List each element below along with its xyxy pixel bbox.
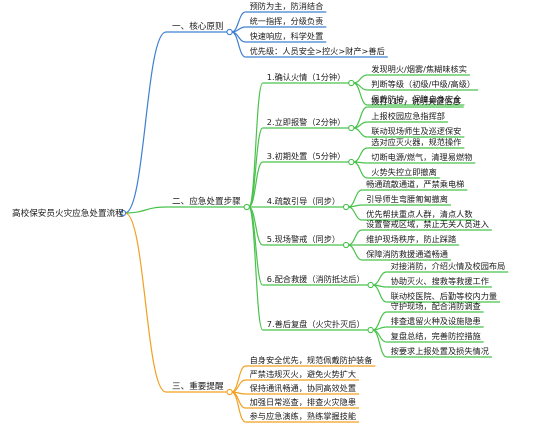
item-connector <box>231 26 246 33</box>
child-label: 优先帮扶重点人群，清点人数 <box>366 209 472 219</box>
branch-connector <box>124 206 167 214</box>
step-node <box>367 326 374 334</box>
child-label: 复盘总结，完善防控措施 <box>391 331 481 341</box>
step-node <box>367 281 374 289</box>
child-connector <box>353 82 368 106</box>
child-label: 判断等级（初级/中级/高级） <box>371 79 475 89</box>
branch-label: 一、核心原则 <box>172 20 224 32</box>
step-label: 3.初期处置（5分钟） <box>267 151 346 161</box>
leaf-label: 保持通讯畅通，协同高效处置 <box>250 383 356 393</box>
item-connector <box>231 365 246 393</box>
step-node <box>348 124 355 132</box>
child-label: 排查遗留火种及设施隐患 <box>391 316 481 326</box>
step-label: 1.确认火情（1分钟） <box>267 72 346 82</box>
branch-node <box>243 203 250 211</box>
child-label: 选对应灭火器，规范操作 <box>371 137 461 147</box>
item-connector <box>231 391 246 423</box>
step-label: 7.善后复盘（火灾扑灭后） <box>267 319 365 329</box>
leaf-label: 快速响应，科学处置 <box>250 31 324 41</box>
root-node <box>119 209 127 217</box>
child-label: 切断电源/燃气，清理易燃物 <box>371 152 472 162</box>
child-label: 畅通疏散通道，严禁乘电梯 <box>366 179 464 189</box>
child-connector <box>347 206 363 221</box>
branch-label: 二、应急处置步骤 <box>172 195 241 207</box>
mindmap-nodes <box>119 28 374 396</box>
mindmap-labels: 高校保安员火灾应急处置流程 一、核心原则 预防为主，防消结合统一指挥，分级负责快速响… <box>12 1 505 421</box>
step-node <box>342 203 350 211</box>
leaf-label: 自身安全优先，规范佩戴防护装备 <box>250 355 373 365</box>
child-label: 协助灭火、搜救等救援工作 <box>391 276 489 286</box>
step-node <box>348 158 355 166</box>
child-connector <box>347 189 363 208</box>
child-label: 按要求上报处置及损失情况 <box>391 346 489 356</box>
child-label: 引导师生弯腰匍匐撤离 <box>366 194 448 204</box>
child-connector <box>353 127 368 138</box>
child-connector <box>347 229 363 246</box>
child-connector <box>372 284 387 303</box>
root-topic: 高校保安员火灾应急处置流程 <box>12 207 124 219</box>
item-connector <box>248 82 264 208</box>
step-node <box>342 241 350 249</box>
child-connector <box>372 329 387 358</box>
child-label: 上报校园应急指挥部 <box>371 111 445 121</box>
child-label: 设置警戒区域，禁止无关人员进入 <box>366 219 489 229</box>
step-node <box>348 79 355 87</box>
child-label: 保障消防救援通道畅通 <box>366 249 448 259</box>
branch-connector <box>124 31 167 214</box>
step-label: 2.立即报警（2分钟） <box>267 117 346 127</box>
branch-connector <box>124 212 167 393</box>
branch-label: 三、重要提醒 <box>172 380 224 392</box>
child-label: 联动现场师生及巡逻保安 <box>371 126 461 136</box>
branch-node <box>226 28 233 36</box>
child-label: 守护现场，配合消防调查 <box>391 301 481 311</box>
child-label: 火势失控立即撤离 <box>371 167 437 177</box>
leaf-label: 加强日常巡查，排查火灾隐患 <box>250 397 356 407</box>
leaf-label: 参与应急演练，熟练掌握技能 <box>250 411 356 421</box>
child-label: 维护现场秩序，防止踩踏 <box>366 234 456 244</box>
leaf-label: 预防为主，防消结合 <box>250 1 324 11</box>
leaf-label: 优先级：人员安全>控火>财产>善后 <box>250 46 385 56</box>
child-connector <box>353 147 368 163</box>
item-connector <box>231 31 246 58</box>
child-connector <box>353 74 368 84</box>
child-label: 拨打119，说明关键信息 <box>371 96 460 106</box>
step-label: 6.配合救援（消防抵达后） <box>267 274 365 284</box>
child-connector <box>347 244 363 261</box>
item-connector <box>248 206 264 331</box>
mindmap-connectors <box>124 11 509 423</box>
child-connector <box>353 161 368 179</box>
child-connector <box>372 271 387 286</box>
item-connector <box>248 161 264 208</box>
child-label: 佩戴防护，保障自身安全 <box>371 94 461 104</box>
leaf-label: 统一指挥，分级负责 <box>250 16 324 26</box>
child-label: 发现明火/烟雾/焦糊味核实 <box>371 64 467 74</box>
branch-node <box>226 388 233 396</box>
child-label: 联动校医院、后勤等校内力量 <box>391 291 497 301</box>
step-label: 4.疏散引导（同步） <box>267 196 340 206</box>
step-label: 5.现场警戒（同步） <box>267 234 340 244</box>
leaf-label: 严禁违规灭火，避免火势扩大 <box>250 369 356 379</box>
child-label: 对接消防，介绍火情及校园布局 <box>391 261 506 271</box>
